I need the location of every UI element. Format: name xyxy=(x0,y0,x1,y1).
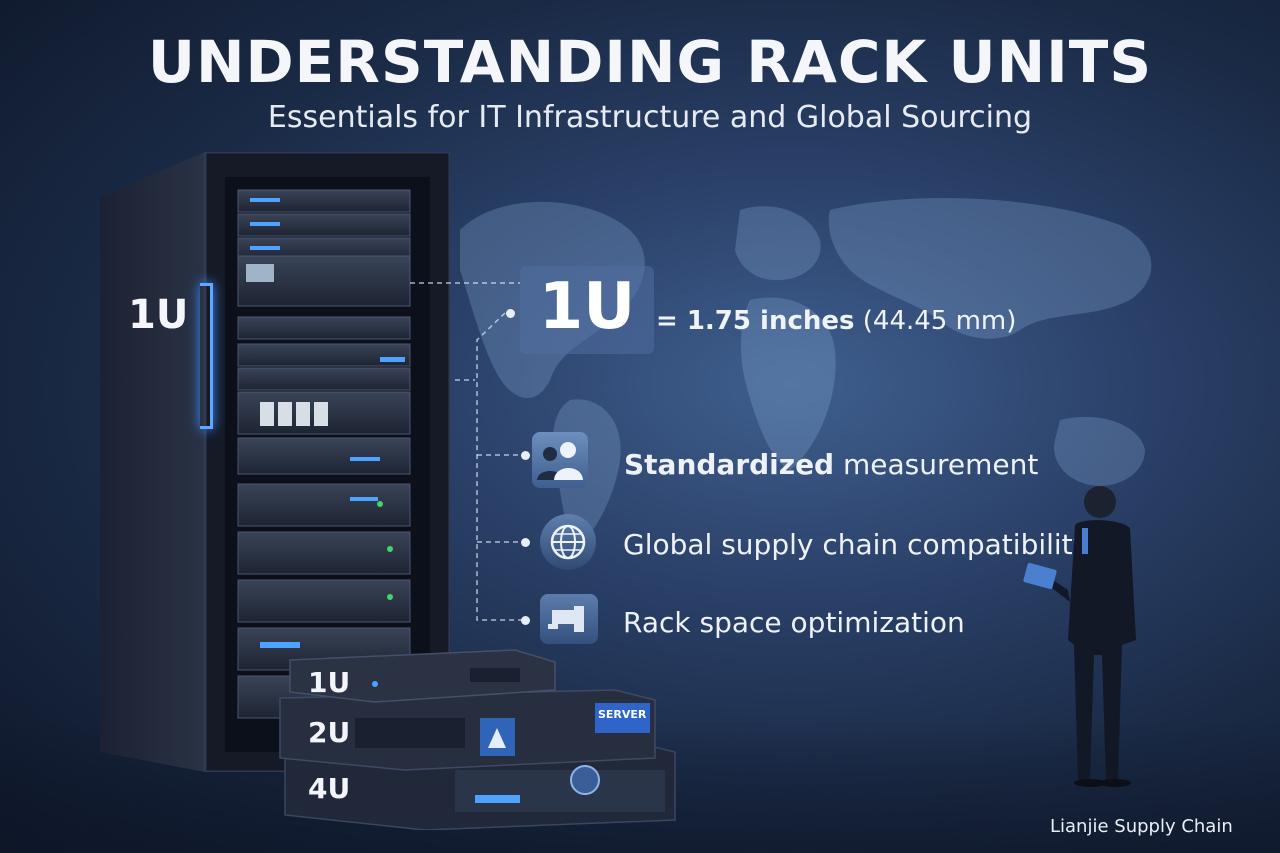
page-title: UNDERSTANDING RACK UNITS xyxy=(147,28,1153,96)
server-stack-image xyxy=(279,649,676,830)
stack-label-2u: 2U xyxy=(308,716,351,749)
rack-unit-bracket xyxy=(200,283,213,429)
businessman-figure xyxy=(1023,486,1136,787)
rack-optimization-icon xyxy=(540,594,598,644)
rack-unit-label: 1U xyxy=(128,292,189,338)
feature-standardized-bold: Standardized xyxy=(624,448,835,481)
globe-icon xyxy=(540,514,596,570)
feature-standardized: Standardized measurement xyxy=(624,448,1038,481)
connector-dot xyxy=(521,616,530,625)
connector-lines xyxy=(410,282,523,621)
connector-dot xyxy=(521,451,530,460)
footer-credit: Lianjie Supply Chain xyxy=(1050,816,1233,837)
feature-global-supply: Global supply chain compatibility xyxy=(623,528,1090,561)
equation-imperial: = 1.75 inches xyxy=(656,306,855,336)
unit-equation: = 1.75 inches (44.45 mm) xyxy=(656,306,1016,336)
stack-label-4u: 4U xyxy=(308,772,351,805)
people-icon xyxy=(532,432,588,488)
page-subtitle: Essentials for IT Infrastructure and Glo… xyxy=(267,100,1033,135)
unit-highlight-box xyxy=(520,266,654,354)
stack-label-1u: 1U xyxy=(308,666,351,699)
feature-rack-space: Rack space optimization xyxy=(623,606,965,639)
unit-highlight-label: 1U xyxy=(538,270,636,344)
world-map-image xyxy=(460,198,1152,550)
connector-dot xyxy=(521,538,530,547)
feature-standardized-text: measurement xyxy=(834,448,1039,481)
server-badge: SERVER xyxy=(598,708,647,721)
connector-dot xyxy=(506,309,515,318)
equation-metric: (44.45 mm) xyxy=(862,306,1017,336)
